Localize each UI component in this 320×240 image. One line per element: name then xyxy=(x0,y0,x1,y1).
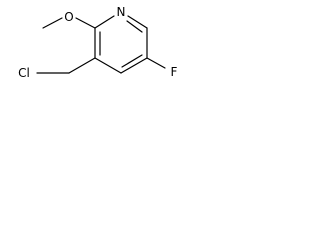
bond-n1-c2 xyxy=(94,15,115,29)
bond-c5-f xyxy=(146,57,166,69)
bond-c4-c5 xyxy=(120,57,148,74)
oxygen-atom-label: O xyxy=(64,10,73,24)
chlorine-atom-label: Cl xyxy=(18,66,30,80)
bond-c3-ch2 xyxy=(68,57,96,74)
structure-diagram: N O Cl F xyxy=(18,5,178,80)
bond-c2-o xyxy=(75,17,96,29)
bond-o-ch3 xyxy=(42,17,63,29)
bond-c6-n1 xyxy=(127,15,148,29)
nitrogen-atom-label: N xyxy=(117,5,126,19)
double-bond-c4-c5 xyxy=(121,54,143,68)
fluorine-atom-label: F xyxy=(171,65,178,79)
double-bond-c6-n1 xyxy=(126,20,143,33)
bond-c3-c4 xyxy=(94,57,122,74)
